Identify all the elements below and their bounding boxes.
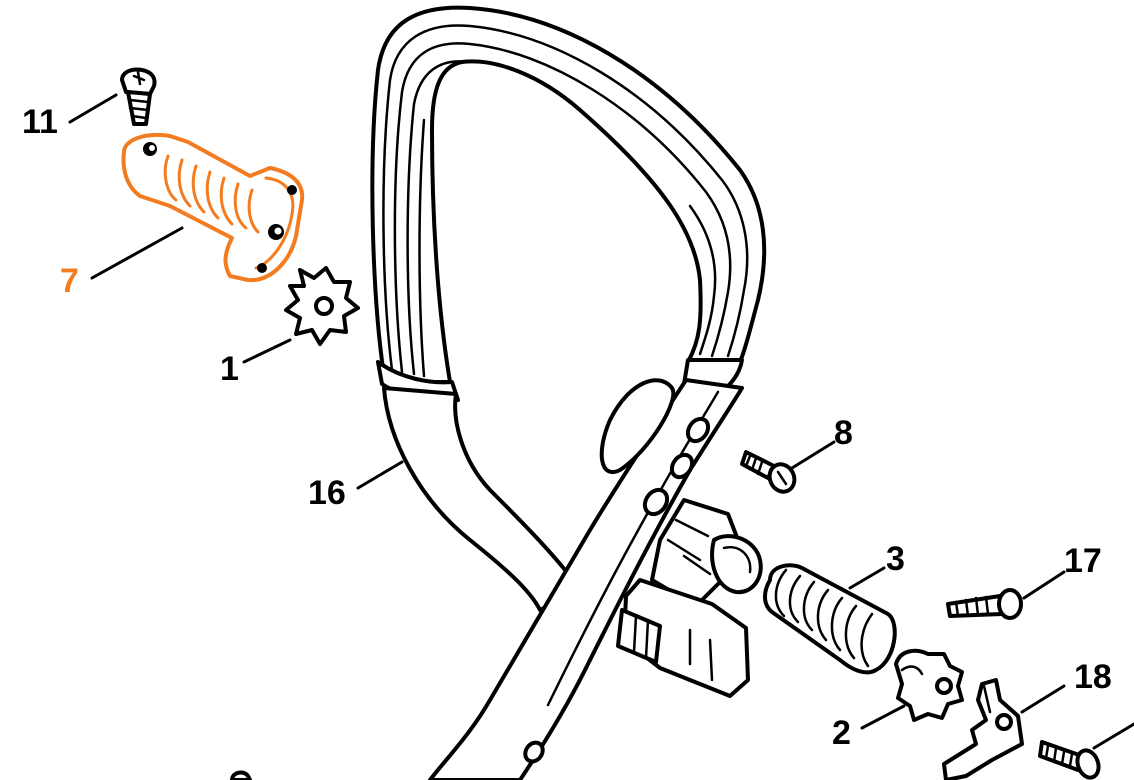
leader-1 (242, 338, 292, 364)
part-2-star-cap[interactable] (894, 648, 964, 722)
leader-17 (1022, 570, 1066, 600)
leader-18 (1020, 684, 1066, 714)
part-16-handle-bar[interactable] (370, 5, 767, 780)
callout-16: 16 (308, 474, 346, 512)
leader-3 (848, 566, 886, 590)
leader-lines (68, 93, 1134, 750)
leader-11 (68, 93, 118, 124)
leader-8 (790, 440, 836, 470)
part-17-screw[interactable] (946, 588, 1023, 620)
callout-7: 7 (60, 262, 79, 300)
leader-7 (90, 226, 184, 280)
part-18-screw[interactable] (1038, 740, 1102, 780)
partial-screw-bottom (230, 770, 252, 780)
part-1-star-nut[interactable] (284, 266, 360, 346)
part-18-bracket[interactable] (942, 678, 1024, 780)
callout-3: 3 (886, 540, 905, 578)
leader-18b (1092, 722, 1134, 750)
leader-16 (356, 460, 404, 490)
callout-2: 2 (832, 714, 851, 752)
part-7-buffer[interactable] (121, 133, 305, 283)
part-8-screw[interactable] (740, 450, 799, 496)
callout-1: 1 (220, 350, 239, 388)
callout-8: 8 (834, 414, 853, 452)
callout-18: 18 (1074, 658, 1112, 696)
callout-11: 11 (22, 103, 58, 141)
callout-17: 17 (1064, 542, 1102, 580)
mount-bracket[interactable] (616, 498, 763, 698)
part-3-spring[interactable] (763, 563, 897, 675)
leader-2 (860, 704, 906, 730)
callout-labels: 11 7 1 16 8 3 17 18 2 (22, 103, 1112, 752)
part-11-screw[interactable] (120, 67, 157, 126)
